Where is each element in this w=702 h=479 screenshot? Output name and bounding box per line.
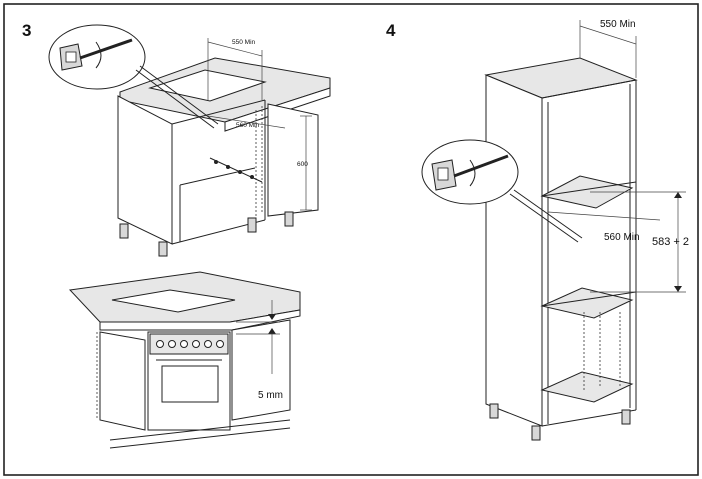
fig4-tall-cabinet-drawing: [421, 20, 686, 441]
fig4-step-number: 4: [386, 21, 396, 40]
fig3-gap-label: 5 mm: [258, 390, 283, 401]
outer-border: [3, 3, 699, 476]
fig4-depth-label: 560 Min: [604, 232, 640, 243]
fig3-cabinet-drawing: [48, 24, 331, 257]
fig4-width-label: 550 Min: [600, 19, 636, 30]
fig3-depth-label: 560 Min: [236, 122, 260, 129]
fig3-step-number: 3: [22, 21, 31, 40]
fig3-width-label: 550 Min: [232, 39, 256, 46]
fig4-height-label: 583 + 2: [652, 236, 689, 248]
fig3-height-label: 600: [297, 161, 308, 168]
fig3-oven-drawing: [68, 271, 301, 449]
